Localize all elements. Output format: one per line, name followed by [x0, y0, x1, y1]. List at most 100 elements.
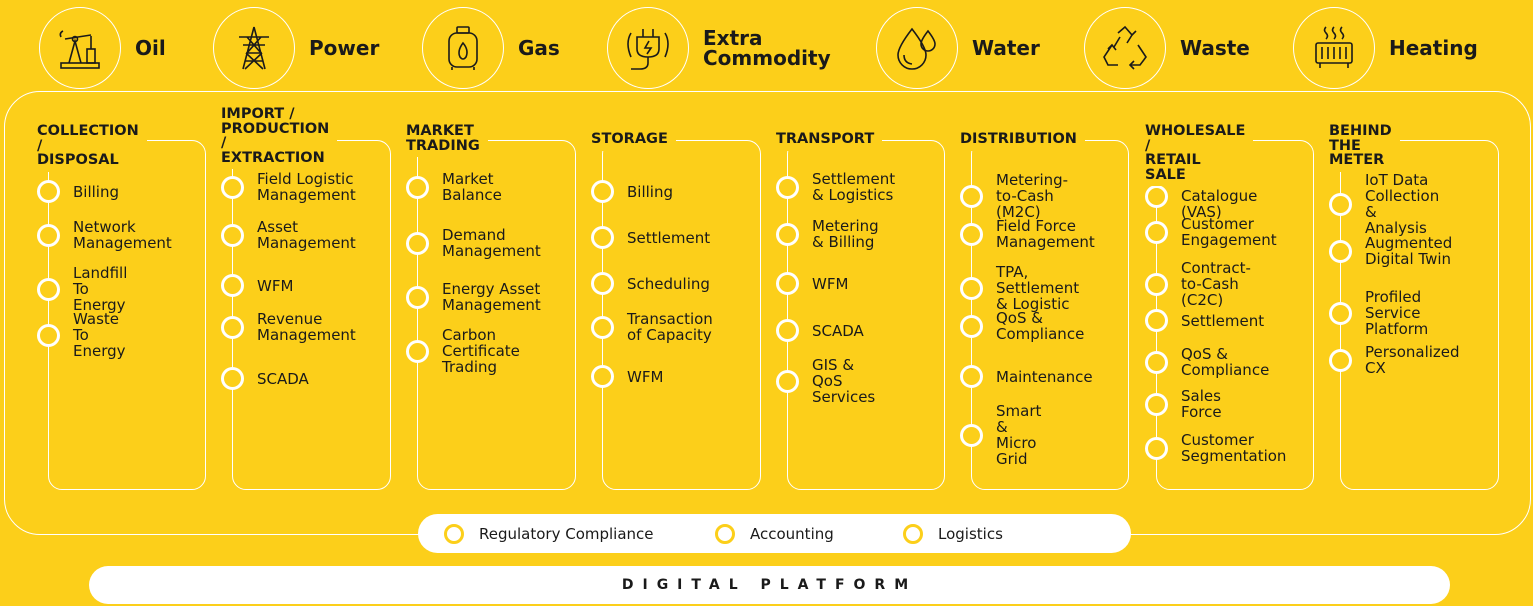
- bullet-icon: [1145, 272, 1168, 296]
- bullet-icon: [591, 315, 614, 339]
- bullet-icon: [1145, 184, 1168, 208]
- bullet-icon: [591, 226, 614, 249]
- bullet-icon: [37, 323, 60, 347]
- list-item: QoS & Compliance: [1145, 346, 1269, 378]
- commodity-power: Power: [213, 7, 379, 89]
- list-item: Metering- to-Cash (M2C): [960, 172, 1068, 220]
- bullet-icon: [776, 369, 799, 393]
- bullet-icon: [960, 314, 983, 338]
- list-item: Carbon Certificate Trading: [406, 327, 520, 375]
- list-item: SCADA: [776, 319, 864, 342]
- bullet-icon: [406, 231, 429, 255]
- list-item: Market Balance: [406, 171, 502, 203]
- commodity-heating: Heating: [1293, 7, 1478, 89]
- list-item: Customer Engagement: [1145, 216, 1277, 248]
- bullet-icon: [1145, 392, 1168, 416]
- list-item: Network Management: [37, 219, 172, 251]
- ev-plug-icon: [607, 7, 689, 89]
- commodity-water: Water: [876, 7, 1040, 89]
- list-item: Transaction of Capacity: [591, 311, 713, 343]
- list-item: SCADA: [221, 367, 309, 390]
- list-item: Field Logistic Management: [221, 171, 356, 203]
- commodity-label: Gas: [518, 36, 560, 60]
- bullet-icon: [591, 365, 614, 388]
- list-item: Revenue Management: [221, 311, 356, 343]
- column-box: [602, 140, 761, 490]
- bullet-icon: [1145, 436, 1168, 460]
- water-drop-icon: [876, 7, 958, 89]
- bullet-icon: [591, 180, 614, 203]
- bullet-icon: [776, 319, 799, 342]
- list-item: TPA, Settlement & Logistic: [960, 264, 1079, 312]
- list-item: Landfill To Energy: [37, 265, 127, 313]
- list-item: Asset Management: [221, 219, 356, 251]
- bullet-icon: [221, 175, 244, 199]
- column-title: WHOLESALE / RETAIL SALE: [1145, 124, 1254, 186]
- bullet-icon: [960, 423, 983, 447]
- list-item: Smart & Micro Grid: [960, 403, 1041, 467]
- bullet-icon: [221, 315, 244, 339]
- column-title: BEHIND THE METER: [1329, 124, 1400, 172]
- list-item: IoT Data Collection & Analysis: [1329, 172, 1439, 236]
- bullet-icon: [960, 276, 983, 300]
- list-item: Settlement & Logistics: [776, 171, 895, 203]
- power-tower-icon: [213, 7, 295, 89]
- bullet-icon: [1145, 309, 1168, 332]
- footer-item: Regulatory Compliance: [444, 524, 654, 544]
- list-item: Personalized CX: [1329, 344, 1460, 376]
- list-item: Customer Segmentation: [1145, 432, 1286, 464]
- list-item: Billing: [37, 180, 119, 203]
- bullet-icon: [903, 524, 923, 544]
- bullet-icon: [444, 524, 464, 544]
- column-title: STORAGE: [591, 132, 676, 151]
- list-item: GIS & QoS Services: [776, 357, 875, 405]
- commodity-label: Power: [309, 36, 380, 60]
- bullet-icon: [1145, 220, 1168, 244]
- bullet-icon: [776, 222, 799, 246]
- list-item: Maintenance: [960, 365, 1093, 388]
- bullet-icon: [776, 175, 799, 199]
- column-title: TRANSPORT: [776, 132, 883, 151]
- bullet-icon: [37, 277, 60, 301]
- platform-label: DIGITAL PLATFORM: [621, 577, 918, 593]
- list-item: Scheduling: [591, 272, 710, 295]
- bullet-icon: [715, 524, 735, 544]
- list-item: Waste To Energy: [37, 311, 126, 359]
- column-title: IMPORT / PRODUCTION / EXTRACTION: [221, 107, 338, 169]
- footer-item: Accounting: [715, 524, 834, 544]
- bullet-icon: [406, 175, 429, 199]
- column-box: [417, 140, 576, 490]
- list-item: Billing: [591, 180, 673, 203]
- bullet-icon: [960, 222, 983, 246]
- commodity-oil: Oil: [39, 7, 166, 89]
- footer-item: Logistics: [903, 524, 1003, 544]
- bullet-icon: [37, 223, 60, 247]
- commodity-label: Waste: [1180, 36, 1250, 60]
- commodity-gas: Gas: [422, 7, 560, 89]
- digital-platform-bar: DIGITAL PLATFORM: [89, 566, 1450, 604]
- bullet-icon: [776, 272, 799, 295]
- bullet-icon: [37, 180, 60, 203]
- list-item: QoS & Compliance: [960, 310, 1084, 342]
- commodity-label: Extra Commodity: [703, 26, 831, 70]
- bullet-icon: [1145, 350, 1168, 374]
- column-title: DISTRIBUTION: [960, 132, 1085, 151]
- bullet-icon: [591, 272, 614, 295]
- bullet-icon: [406, 339, 429, 363]
- column-title: COLLECTION / DISPOSAL: [37, 124, 147, 172]
- column-title: MARKET TRADING: [406, 124, 488, 157]
- list-item: Field Force Management: [960, 218, 1095, 250]
- list-item: WFM: [221, 274, 293, 297]
- list-item: WFM: [591, 365, 663, 388]
- commodity-label: Oil: [135, 36, 166, 60]
- radiator-icon: [1293, 7, 1375, 89]
- list-item: Sales Force: [1145, 388, 1222, 420]
- recycle-icon: [1084, 7, 1166, 89]
- commodity-extra: Extra Commodity: [607, 7, 831, 89]
- bullet-icon: [1329, 192, 1352, 216]
- list-item: Augmented Digital Twin: [1329, 235, 1452, 267]
- gas-cylinder-icon: [422, 7, 504, 89]
- list-item: Demand Management: [406, 227, 541, 259]
- list-item: WFM: [776, 272, 848, 295]
- commodity-label: Heating: [1389, 36, 1478, 60]
